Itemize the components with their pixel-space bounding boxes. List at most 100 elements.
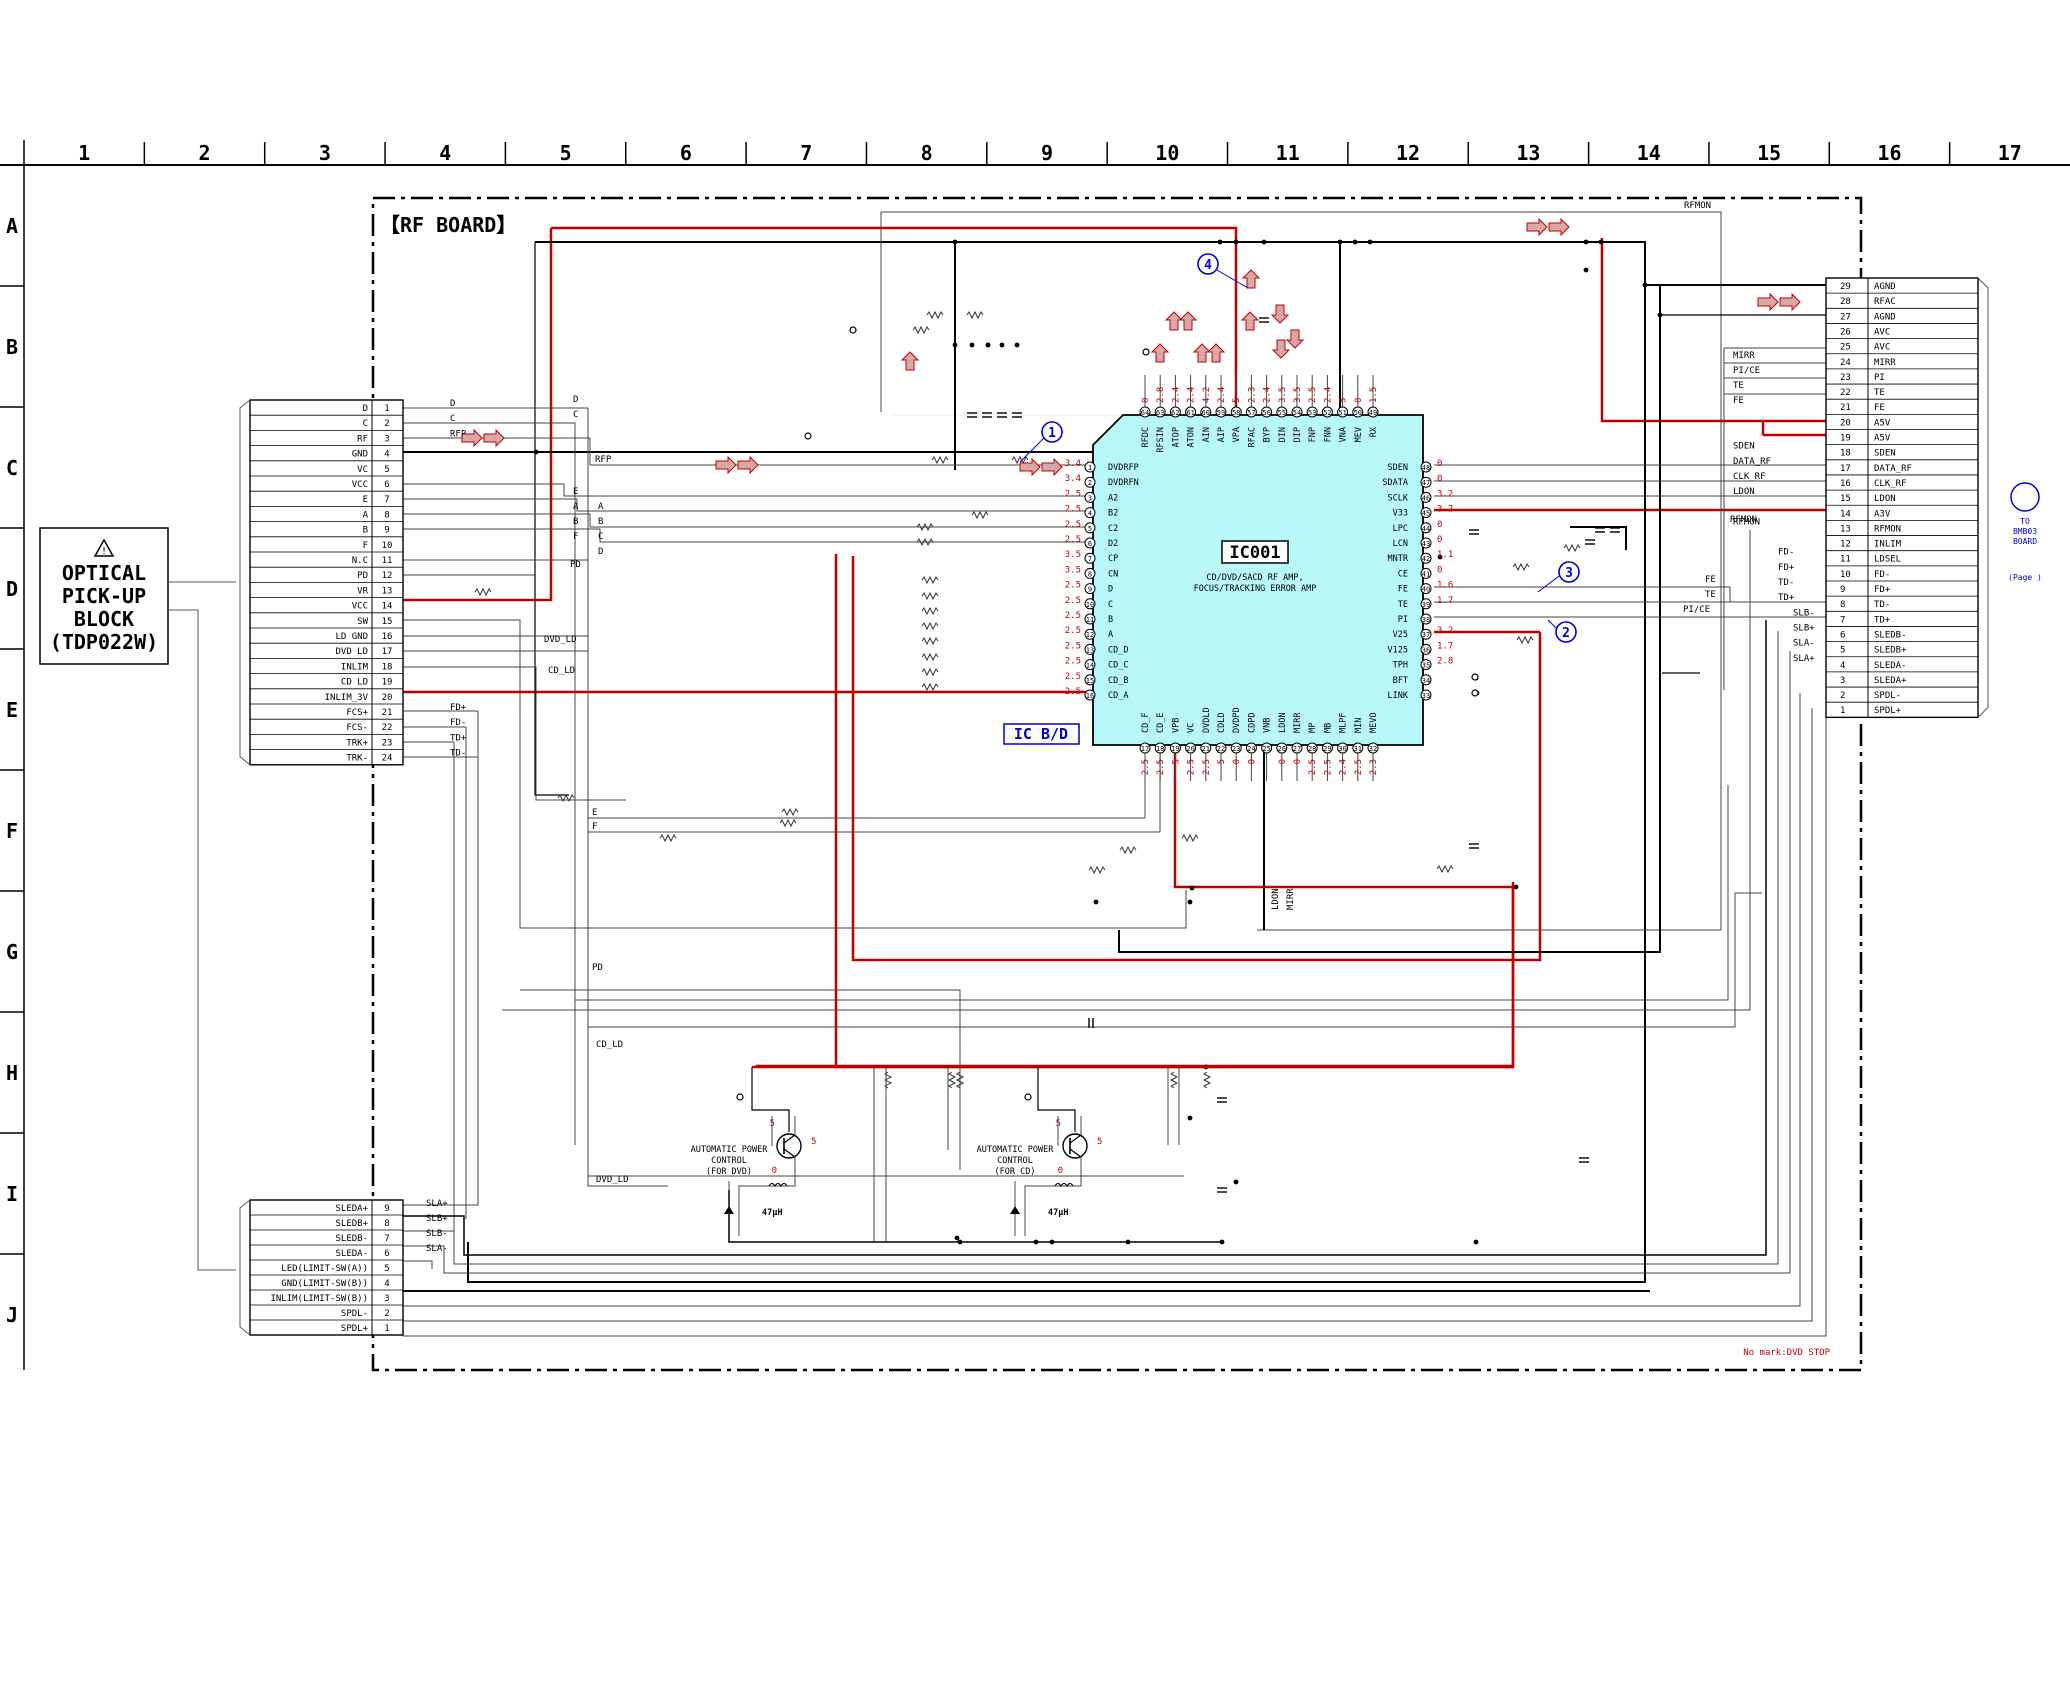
connector-pin-name: LDSEL xyxy=(1874,555,1901,565)
ic-pin-name: AIP xyxy=(1217,427,1227,442)
ic-pin-number: 38 xyxy=(1422,616,1430,624)
connector-pin-name: A5V xyxy=(1874,434,1891,444)
ic-pin-number: 32 xyxy=(1369,745,1377,753)
ic-pin-name: FNN xyxy=(1323,427,1333,442)
grid-row-label: J xyxy=(6,1303,18,1327)
ic-pin xyxy=(1200,742,1212,754)
connector-pin-number: 2 xyxy=(1840,691,1845,701)
connector-pin-number: 16 xyxy=(1840,479,1851,489)
connector-pin-number: 28 xyxy=(1840,297,1851,307)
ic-pin-name: RFDC xyxy=(1141,427,1151,447)
ic-pin xyxy=(1169,742,1181,754)
ic-pin-number: 41 xyxy=(1422,570,1430,578)
connector-pin-name: FD+ xyxy=(1874,585,1891,595)
apc-label: (FOR DVD) xyxy=(706,1167,752,1177)
ic-pin-number: 6 xyxy=(1088,540,1092,548)
warning-mark: ! xyxy=(101,546,107,557)
connector-net-label: FD+ xyxy=(450,703,467,713)
connector-pin-name: VCC xyxy=(352,480,368,490)
ic-pin xyxy=(1420,628,1432,640)
ic-pin-number: 56 xyxy=(1262,409,1270,417)
ic-pin-number: 36 xyxy=(1422,646,1430,654)
grid-column-label: 3 xyxy=(319,141,331,165)
ic-pin-voltage: 2.4 xyxy=(1263,387,1273,403)
net-label: F xyxy=(592,822,597,832)
junction-dot xyxy=(969,342,975,348)
to-board-text: BMB03 xyxy=(2013,527,2037,536)
connector-pin-number: 6 xyxy=(384,480,389,490)
connector-pin-name: MIRR xyxy=(1874,358,1896,368)
ic-pin-number: 8 xyxy=(1088,570,1092,578)
connector-pin-name: CD LD xyxy=(341,678,368,688)
ic-pin xyxy=(1084,491,1096,503)
resistor-icon xyxy=(926,310,944,320)
connector-net-label: D xyxy=(450,399,455,409)
connector-pin-name: TRK+ xyxy=(346,738,368,748)
ic-pin xyxy=(1276,406,1288,418)
ic-pin xyxy=(1321,406,1333,418)
connector-pin-name: F xyxy=(363,541,368,551)
ic-pin-voltage: 1.5 xyxy=(1369,387,1379,403)
ic-pin xyxy=(1185,742,1197,754)
ic-pin xyxy=(1306,742,1318,754)
ic-pin-number: 37 xyxy=(1422,631,1430,639)
ic-pin-name: BFT xyxy=(1393,676,1408,686)
grid-column-label: 17 xyxy=(1998,141,2022,165)
ic-pin-name: B2 xyxy=(1108,509,1118,519)
terminal-dot xyxy=(1024,1093,1032,1101)
signal-arrow-up-icon xyxy=(1150,343,1170,363)
grid-row-label: C xyxy=(6,456,18,480)
ic-pin-number: 29 xyxy=(1323,745,1331,753)
rf-board-title: 【RF BOARD】 xyxy=(380,213,516,237)
wire xyxy=(403,559,589,572)
resistor-icon xyxy=(921,621,939,631)
connector-net-label: RFP xyxy=(450,429,467,439)
ic-pin-name: DVDRFN xyxy=(1108,478,1139,488)
ic-pin xyxy=(1420,643,1432,655)
connector-pin-number: 26 xyxy=(1840,327,1851,337)
ic-pin-voltage: 2.4 xyxy=(1187,387,1197,403)
net-label: TE xyxy=(1705,590,1716,600)
connector-pin-number: 9 xyxy=(384,1204,389,1214)
connector-pin-name: SPDL- xyxy=(341,1309,368,1319)
junction-dot xyxy=(1187,1115,1193,1121)
connector-pin-name: A5V xyxy=(1874,418,1891,428)
connector-pin-name: SPDL+ xyxy=(1874,706,1902,716)
connector-pin-name: N.C xyxy=(352,556,368,566)
connector-pin-name: A3V xyxy=(1874,509,1891,519)
connector-pin-name: GND(LIMIT-SW(B)) xyxy=(281,1279,368,1289)
connector-pin-number: 7 xyxy=(1840,615,1845,625)
connector-pin-number: 8 xyxy=(384,1219,389,1229)
transistor-lead xyxy=(1069,1148,1082,1158)
ic-pin-number: 54 xyxy=(1293,409,1301,417)
connector-pin-number: 13 xyxy=(1840,524,1851,534)
grid-column-label: 4 xyxy=(439,141,451,165)
ic-pin-number: 52 xyxy=(1323,409,1331,417)
connector-pin-number: 21 xyxy=(1840,403,1851,413)
wire xyxy=(403,708,1827,1337)
connector-pin-name: FCS- xyxy=(346,723,368,733)
capacitor-icon xyxy=(1610,527,1620,533)
ic-pin xyxy=(1084,507,1096,519)
connector-pin-number: 9 xyxy=(384,526,389,536)
ic-pin-voltage: 2.5 xyxy=(1202,759,1212,775)
connector-pin-number: 5 xyxy=(1840,646,1845,656)
page-reference: (Page ) xyxy=(2008,573,2042,582)
signal-arrow-up-icon xyxy=(1164,311,1184,331)
marker-pointer xyxy=(1537,575,1560,593)
ic-pin-name: C xyxy=(1108,600,1113,610)
ic-pin-name: A2 xyxy=(1108,493,1118,503)
ic-description: CD/DVD/SACD RF AMP, xyxy=(1206,573,1303,583)
connector-pin-name: FE xyxy=(1874,403,1885,413)
connector-net-label: RFMON xyxy=(1733,517,1760,527)
connector-pin-number: 15 xyxy=(382,617,393,627)
resistor-icon xyxy=(916,537,934,547)
ic-pin-number: 28 xyxy=(1308,745,1316,753)
capacitor-icon xyxy=(1088,1018,1094,1028)
signal-arrow-down-icon xyxy=(1285,329,1305,349)
resistor-icon xyxy=(955,1071,965,1089)
capacitor-icon xyxy=(1579,1157,1589,1163)
ic-pin-name: RFSIN xyxy=(1156,427,1166,453)
